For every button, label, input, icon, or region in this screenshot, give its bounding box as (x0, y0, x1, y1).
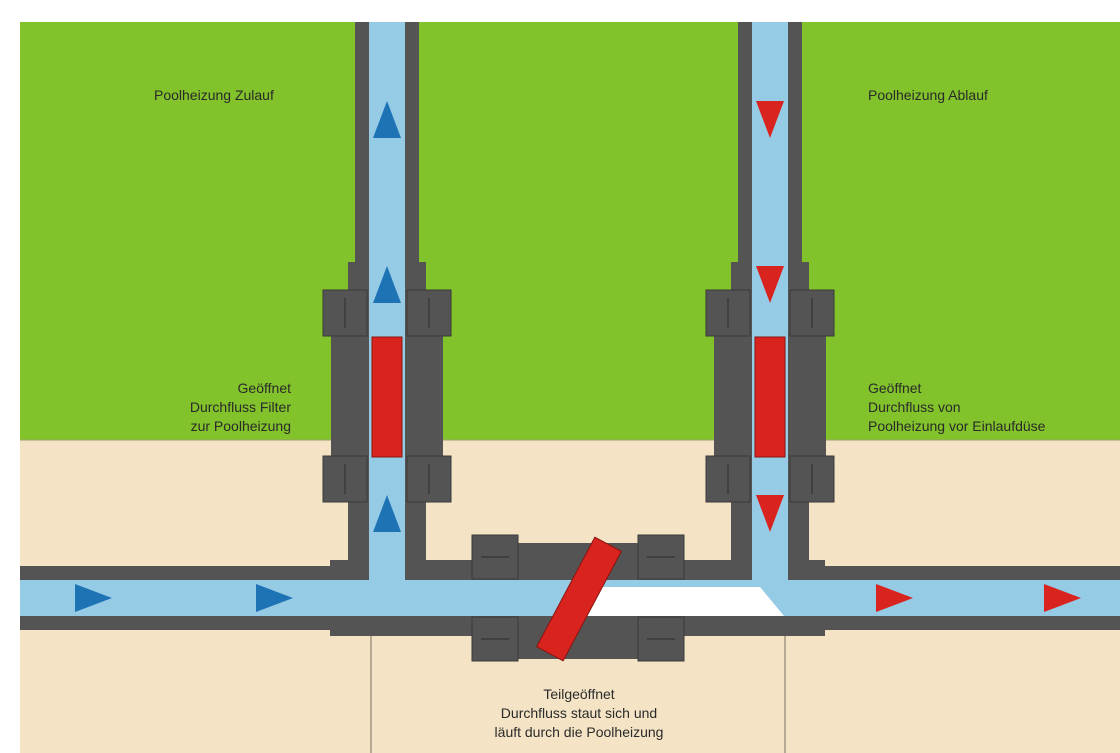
inlet-label: Poolheizung Zulauf (154, 87, 274, 103)
arrow-down-red-2 (756, 266, 784, 303)
arrow-right-blue-1 (75, 584, 112, 612)
bypass-valve-desc-2: läuft durch die Poolheizung (494, 724, 664, 740)
arrow-up-blue-1 (373, 101, 401, 138)
arrow-down-red-3 (756, 495, 784, 532)
bypass-open-gap (584, 587, 784, 616)
bypass-valve-label: Teilgeöffnet Durchfluss staut sich und l… (470, 685, 688, 742)
inlet-valve-desc-1: Durchfluss Filter (189, 399, 291, 415)
union-markings (344, 298, 813, 640)
bypass-valve-state: Teilgeöffnet (543, 686, 615, 702)
inlet-valve-label: Geöffnet Durchfluss Filter zur Poolheizu… (150, 379, 291, 436)
outlet-valve-label: Geöffnet Durchfluss von Poolheizung vor … (868, 379, 1045, 436)
bypass-valve-disc (535, 536, 623, 662)
inlet-valve-state: Geöffnet (237, 380, 291, 396)
outlet-valve-disc (754, 336, 786, 458)
arrow-up-blue-2 (373, 266, 401, 303)
outlet-valve-state: Geöffnet (868, 380, 922, 396)
inlet-valve-disc (371, 336, 403, 458)
outlet-valve-desc-1: Durchfluss von (868, 399, 961, 415)
arrow-right-blue-2 (256, 584, 293, 612)
bypass-valve-desc-1: Durchfluss staut sich und (500, 705, 658, 721)
arrow-right-red-1 (876, 584, 913, 612)
arrow-up-blue-3 (373, 495, 401, 532)
arrow-down-red-1 (756, 101, 784, 138)
outlet-label: Poolheizung Ablauf (868, 87, 988, 103)
outlet-valve-union-top-left (705, 289, 751, 337)
inlet-valve-desc-2: zur Poolheizung (190, 418, 291, 434)
arrow-right-red-2 (1044, 584, 1081, 612)
grass-area (20, 22, 1120, 440)
outlet-valve-desc-2: Poolheizung vor Einlaufdüse (868, 418, 1046, 434)
